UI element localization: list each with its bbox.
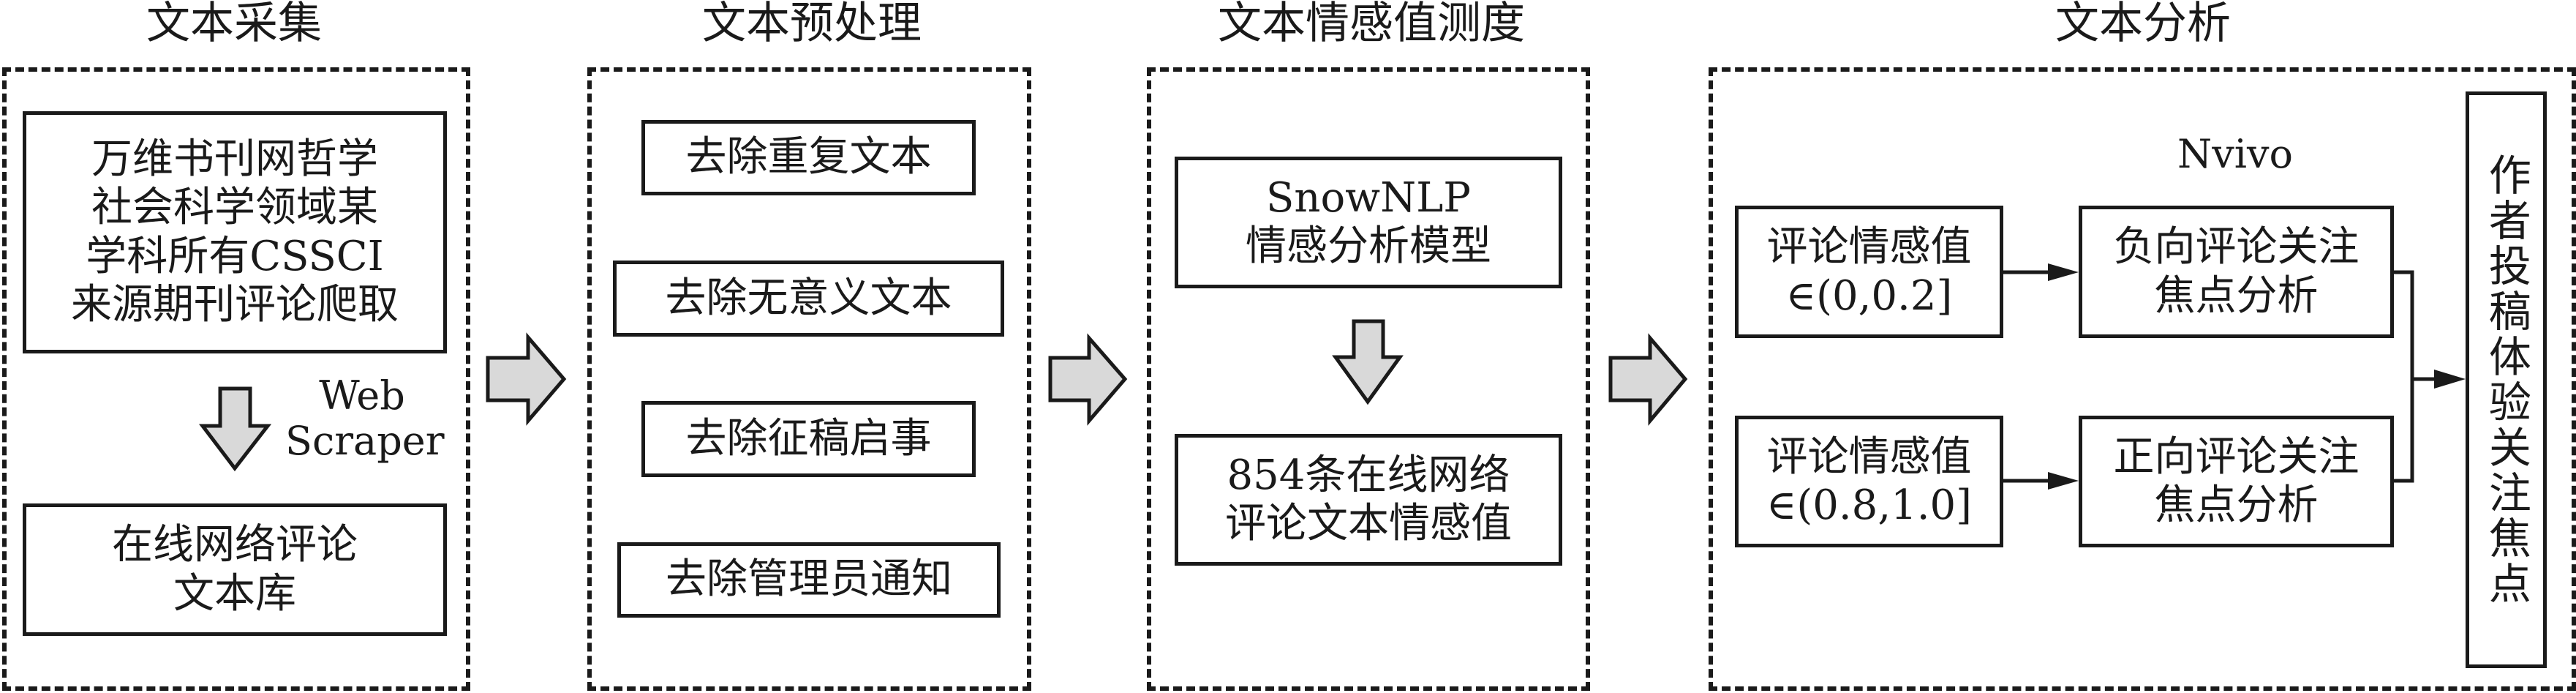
panel-analysis	[1709, 67, 2576, 691]
author-focus-text: 作者投稿体验关注焦点	[2481, 153, 2531, 607]
arrowhead-negative-icon	[2048, 263, 2079, 281]
remove-meaningless-box: 去除无意义文本	[613, 261, 1004, 337]
down-arrow-scraper-icon	[198, 386, 272, 472]
remove-admin-notice-text: 去除管理员通知	[666, 555, 952, 604]
remove-call-for-papers-text: 去除征稿启事	[685, 414, 932, 462]
author-focus-box: 作者投稿体验关注焦点	[2466, 91, 2547, 668]
comment-corpus-box: 在线网络评论 文本库	[23, 503, 447, 636]
arrowhead-result-icon	[2434, 370, 2466, 389]
positive-range-text: 评论情感值 ∈(0.8,1.0]	[1766, 432, 1973, 529]
positive-focus-text: 正向评论关注 焦点分析	[2113, 432, 2360, 529]
connector-merge	[2394, 270, 2414, 483]
stage-title-sentiment: 文本情感值测度	[1218, 0, 1525, 49]
down-arrow-snownlp-icon	[1332, 319, 1404, 405]
right-arrow-stage2-icon	[1048, 333, 1128, 426]
positive-range-box: 评论情感值 ∈(0.8,1.0]	[1735, 416, 2003, 547]
comment-corpus-text: 在线网络评论 文本库	[112, 521, 358, 618]
stage-title-analysis: 文本分析	[2055, 0, 2231, 49]
negative-focus-box: 负向评论关注 焦点分析	[2079, 206, 2394, 338]
crawl-source-box: 万维书刊网哲学 社会科学领域某 学科所有CSSCI 来源期刊评论爬取	[23, 111, 447, 353]
positive-focus-box: 正向评论关注 焦点分析	[2079, 416, 2394, 547]
right-arrow-stage1-icon	[486, 332, 567, 426]
panel-sentiment	[1147, 67, 1590, 691]
panel-collection	[2, 67, 470, 691]
negative-focus-text: 负向评论关注 焦点分析	[2113, 223, 2360, 320]
remove-duplicate-box: 去除重复文本	[641, 120, 976, 195]
remove-admin-notice-box: 去除管理员通知	[617, 542, 1001, 618]
remove-meaningless-text: 去除无意义文本	[665, 274, 952, 322]
arrowhead-positive-icon	[2048, 472, 2079, 490]
sentiment-values-text: 854条在线网络 评论文本情感值	[1225, 451, 1512, 547]
stage-title-preprocessing: 文本预处理	[702, 0, 922, 49]
right-arrow-stage3-icon	[1608, 333, 1688, 426]
remove-call-for-papers-box: 去除征稿启事	[641, 401, 976, 477]
nvivo-label: Nvivo	[2177, 131, 2294, 177]
crawl-source-text: 万维书刊网哲学 社会科学领域某 学科所有CSSCI 来源期刊评论爬取	[71, 135, 399, 329]
snownlp-model-box: SnowNLP 情感分析模型	[1175, 157, 1562, 288]
sentiment-values-box: 854条在线网络 评论文本情感值	[1175, 434, 1562, 566]
web-scraper-label: Web Scraper	[285, 372, 445, 465]
negative-range-text: 评论情感值 ∈(0,0.2]	[1766, 223, 1972, 320]
snownlp-model-text: SnowNLP 情感分析模型	[1246, 173, 1491, 270]
remove-duplicate-text: 去除重复文本	[685, 133, 932, 181]
panel-preprocessing	[587, 67, 1031, 691]
stage-title-collection: 文本采集	[146, 0, 322, 49]
negative-range-box: 评论情感值 ∈(0,0.2]	[1735, 206, 2003, 338]
